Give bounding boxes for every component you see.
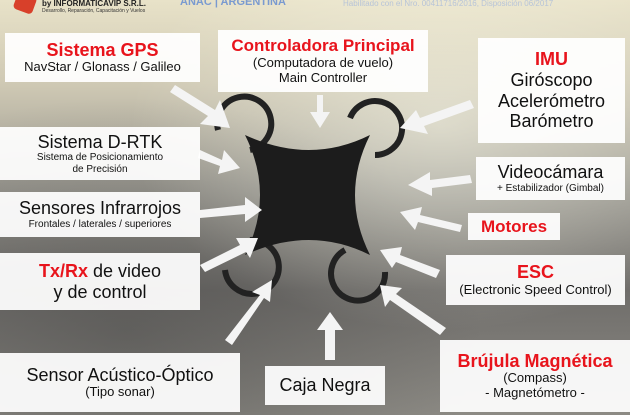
motors-title: Motores (480, 216, 548, 236)
drtk-title: Sistema D-RTK (37, 131, 163, 152)
imu-gyro: Giróscopo (510, 69, 593, 90)
controller-sub1: (Computadora de vuelo) (252, 54, 394, 70)
ir-title: Sensores Infrarrojos (18, 198, 182, 219)
box-blackbox: Caja Negra (265, 366, 385, 405)
sonar-subtitle: (Tipo sonar) (85, 384, 155, 400)
blackbox-title: Caja Negra (279, 375, 371, 396)
agency-logo: ANAC | ARGENTINA (180, 0, 286, 8)
ir-subtitle: Frontales / laterales / superiores (28, 219, 172, 231)
esc-title: ESC (516, 262, 554, 283)
txrx-video: de video (87, 260, 162, 281)
compass-sub2: - Magnetómetro - (485, 385, 585, 401)
compass-title: Brújula Magnética (457, 350, 613, 371)
box-controller: Controladora Principal (Computadora de v… (218, 30, 428, 92)
arrow-txrx (200, 238, 258, 272)
company-name: by INFORMATICAVIP S.R.L. (42, 0, 147, 8)
box-gps: Sistema GPS NavStar / Glonass / Galileo (5, 33, 200, 82)
box-txrx: Tx/Rx de video y de control (0, 253, 200, 310)
sonar-title: Sensor Acústico-Óptico (26, 364, 214, 385)
gps-title: Sistema GPS (46, 39, 159, 60)
arrow-gps (170, 85, 230, 128)
arrow-esc (380, 247, 440, 278)
arrow-sonar (225, 280, 272, 345)
arrow-blackbox (317, 312, 343, 360)
arrow-camera (408, 172, 472, 196)
box-motors: Motores (468, 213, 560, 240)
box-camera: Videocámara + Estabilizador (Gimbal) (476, 157, 625, 200)
imu-accel: Acelerómetro (497, 90, 606, 111)
drtk-subtitle: Sistema de Posicionamiento de Precisión (36, 152, 164, 175)
box-sonar: Sensor Acústico-Óptico (Tipo sonar) (0, 353, 240, 412)
arrow-compass (380, 285, 446, 335)
arrow-ir (200, 197, 262, 222)
header: by INFORMATICAVIP S.R.L. Desarrollo, Rep… (0, 0, 630, 16)
camera-subtitle: + Estabilizador (Gimbal) (497, 183, 604, 195)
arrow-motors (400, 207, 462, 232)
box-infrared: Sensores Infrarrojos Frontales / lateral… (0, 192, 200, 237)
box-compass: Brújula Magnética (Compass) - Magnetómet… (440, 340, 630, 412)
license-text: Habilitado con el Nro. 00411716/2016, Di… (343, 0, 554, 8)
imu-baro: Barómetro (509, 111, 594, 132)
txrx-control: y de control (53, 281, 147, 302)
rotor-guard-rr (328, 247, 389, 304)
arrows (170, 85, 474, 360)
gps-subtitle: NavStar / Glonass / Galileo (24, 59, 181, 75)
arrow-imu (400, 100, 474, 134)
arrow-controller (310, 95, 330, 128)
arrow-drtk (198, 150, 240, 174)
box-imu: IMU Giróscopo Acelerómetro Barómetro (478, 38, 625, 143)
compass-sub1: (Compass) (503, 370, 567, 386)
camera-title: Videocámara (497, 162, 604, 183)
controller-sub2: Main Controller (278, 69, 368, 85)
controller-title: Controladora Principal (231, 36, 415, 56)
txrx-label: Tx/Rx (38, 260, 88, 281)
rotor-guard-fr (347, 98, 406, 159)
company-tagline: Desarrollo, Reparación, Capacitación y V… (42, 8, 146, 14)
box-drtk: Sistema D-RTK Sistema de Posicionamiento… (0, 127, 200, 180)
box-esc: ESC (Electronic Speed Control) (446, 255, 625, 305)
drone-body (245, 135, 370, 255)
imu-title: IMU (535, 49, 568, 70)
esc-subtitle: (Electronic Speed Control) (459, 281, 612, 297)
